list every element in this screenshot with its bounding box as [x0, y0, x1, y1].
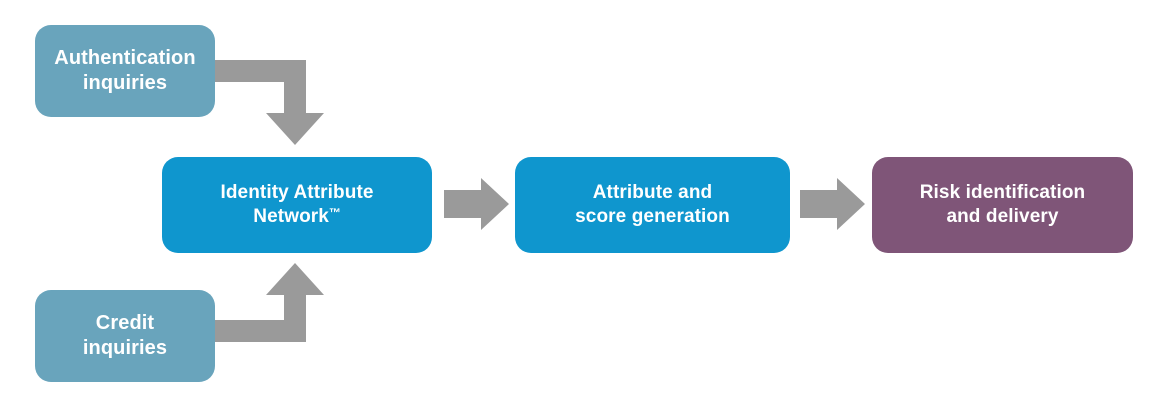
node-label-line: Identity Attribute [220, 182, 374, 204]
node-label-line: Authentication [54, 46, 196, 69]
connector-ian-to-score-icon [444, 178, 509, 230]
node-credit-inquiries-label: Credit inquiries [83, 311, 167, 361]
node-label-text: Network [253, 206, 329, 227]
node-attribute-and-score-generation[interactable]: Attribute and score generation [515, 157, 790, 253]
node-authentication-inquiries[interactable]: Authentication inquiries [35, 25, 215, 117]
connector-auth-to-ian-icon [212, 60, 324, 145]
node-label-line: inquiries [82, 72, 168, 94]
node-identity-attribute-network-label: Identity Attribute Network™ [220, 181, 373, 229]
node-label-line: Attribute and [592, 182, 713, 204]
node-label-line: Risk identification [919, 182, 1086, 204]
node-label-line: Network™ [220, 205, 373, 229]
node-label-line: inquiries [82, 337, 168, 359]
node-label-line: score generation [575, 206, 730, 227]
node-label-line: and delivery [946, 206, 1059, 227]
node-risk-identification-and-delivery[interactable]: Risk identification and delivery [872, 157, 1133, 253]
connector-score-to-risk-icon [800, 178, 865, 230]
node-authentication-inquiries-label: Authentication inquiries [54, 46, 195, 96]
node-identity-attribute-network[interactable]: Identity Attribute Network™ [162, 157, 432, 253]
node-label-line: Credit [95, 311, 155, 334]
node-credit-inquiries[interactable]: Credit inquiries [35, 290, 215, 382]
connector-credit-to-ian-icon [212, 263, 324, 342]
node-risk-identification-and-delivery-label: Risk identification and delivery [920, 181, 1086, 229]
trademark-icon: ™ [328, 206, 341, 220]
node-attribute-and-score-generation-label: Attribute and score generation [575, 181, 730, 229]
